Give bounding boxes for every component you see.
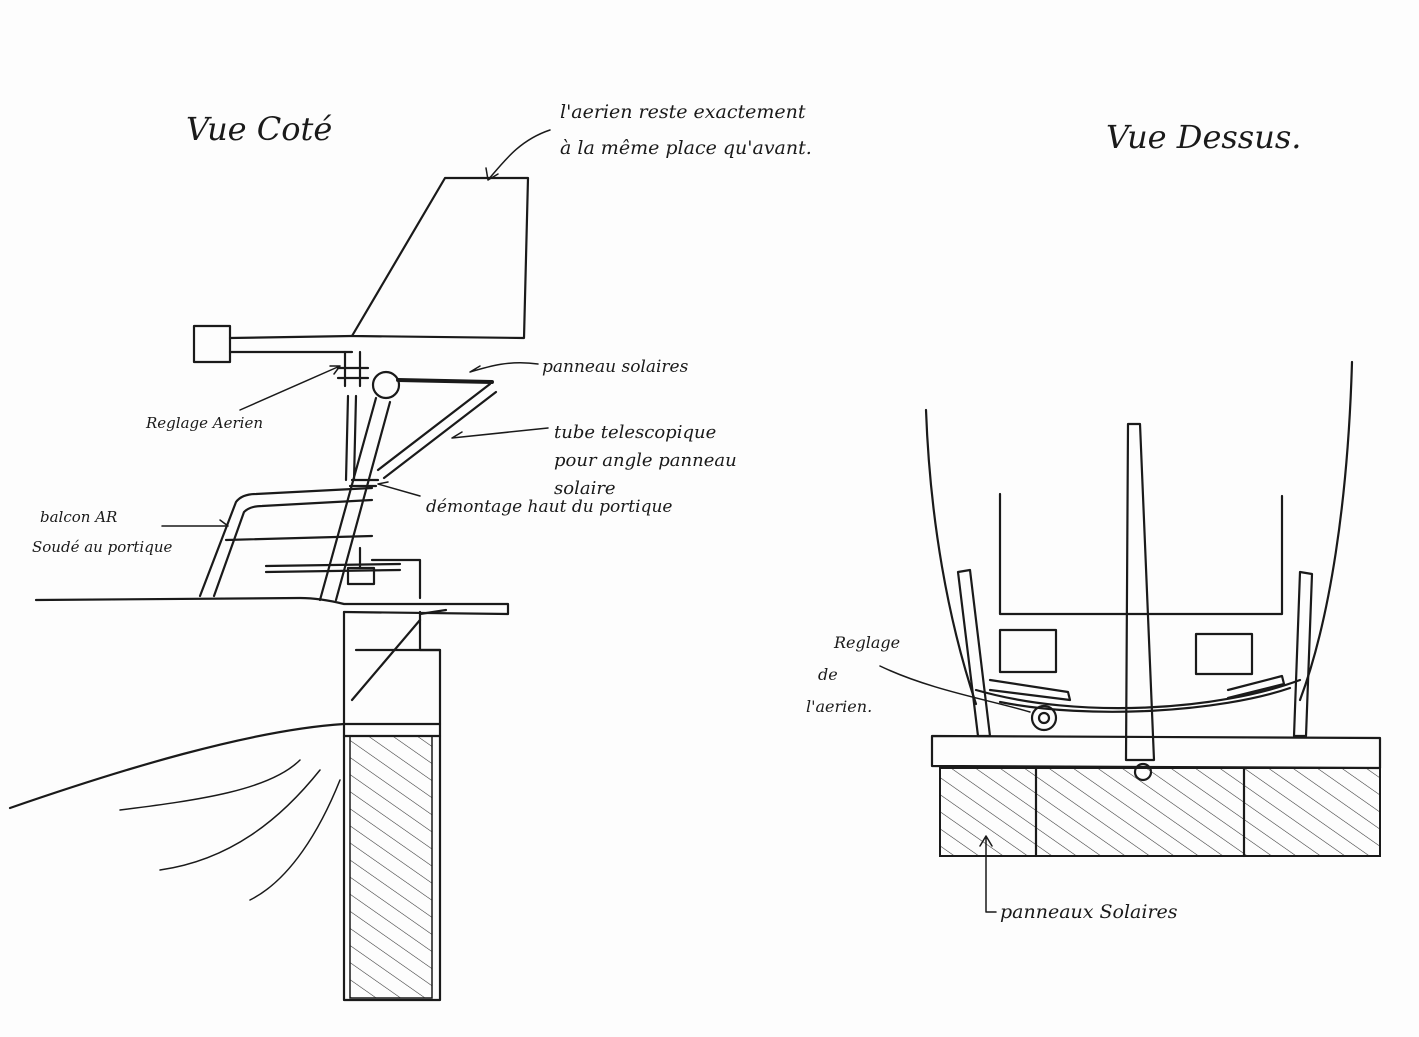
leader-aerial-adjust bbox=[239, 365, 341, 411]
aerial-note-line2: à la même place qu'avant. bbox=[560, 137, 812, 159]
leader-top-adjust bbox=[879, 665, 1031, 713]
solar-panels-label: panneaux Solaires bbox=[1000, 901, 1178, 923]
hull-outline bbox=[924, 360, 1354, 706]
counterweight bbox=[192, 324, 232, 364]
top-view-title: Vue Dessus. bbox=[1106, 118, 1301, 156]
top-adjust-line1: Reglage bbox=[833, 633, 900, 652]
rudder-hatch bbox=[349, 735, 433, 999]
solar-panel-label: panneau solaires bbox=[542, 357, 689, 377]
aerial-note-line1: l'aerien reste exactement bbox=[560, 101, 806, 123]
telescopic-tube bbox=[376, 382, 498, 480]
leader-solar bbox=[469, 361, 539, 373]
aerial-adjust-knob bbox=[1030, 704, 1058, 732]
top-view-drawing bbox=[879, 360, 1382, 913]
leader-top-panels bbox=[979, 835, 997, 913]
side-view-title: Vue Coté bbox=[186, 110, 332, 148]
dismount-label: démontage haut du portique bbox=[426, 497, 672, 517]
vane-shaft bbox=[228, 334, 354, 354]
pulpit-line2: Soudé au portique bbox=[32, 538, 172, 556]
side-view-drawing bbox=[8, 129, 551, 1002]
solar-panel-arm bbox=[396, 378, 494, 384]
deck bbox=[34, 596, 510, 616]
leader-aerial-note bbox=[485, 129, 551, 181]
stern-pulpit bbox=[198, 486, 374, 598]
telescopic-line2: pour angle panneau bbox=[554, 450, 737, 471]
wind-vane bbox=[350, 176, 530, 340]
solar-panels-plan bbox=[939, 767, 1381, 857]
pulpit-line1: balcon AR bbox=[40, 508, 117, 526]
transom bbox=[342, 610, 442, 1002]
aerial-pivot bbox=[336, 350, 370, 388]
leader-pulpit bbox=[161, 519, 229, 527]
top-adjust-line2: de bbox=[818, 665, 838, 684]
cockpit bbox=[998, 492, 1284, 616]
telescopic-line1: tube telescopique bbox=[554, 422, 716, 443]
transom-beam bbox=[930, 734, 1382, 770]
telescopic-line3: solaire bbox=[554, 478, 616, 499]
aerial-adjust-label: Reglage Aerien bbox=[145, 414, 263, 432]
leader-dismount bbox=[377, 481, 421, 497]
vane-plan bbox=[1124, 422, 1156, 762]
pivot-circle bbox=[371, 370, 401, 400]
leader-telescopic bbox=[451, 427, 549, 439]
top-adjust-line3: l'aerien. bbox=[806, 697, 872, 716]
hull-curve bbox=[8, 722, 346, 810]
